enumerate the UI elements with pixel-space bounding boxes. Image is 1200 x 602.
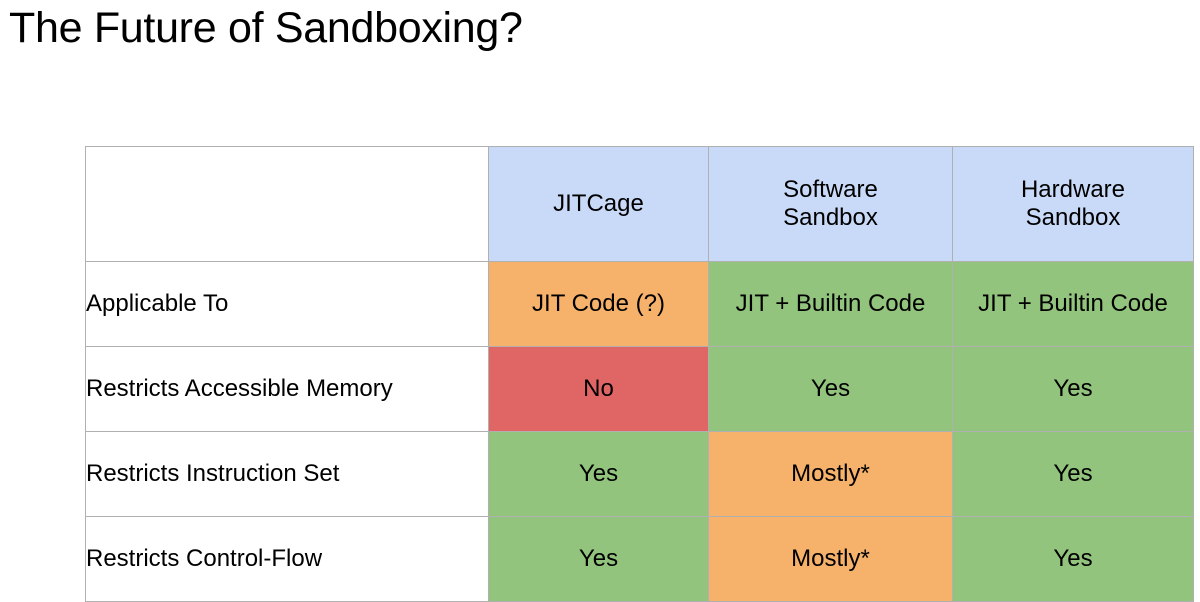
cell-value: JIT + Builtin Code xyxy=(952,261,1194,347)
row-label: Restricts Control-Flow xyxy=(85,516,489,602)
table-body: Applicable To JIT Code (?) JIT + Builtin… xyxy=(85,261,1194,602)
cell-value: Yes xyxy=(708,346,953,432)
cell-value: JIT + Builtin Code xyxy=(708,261,953,347)
column-header-line2: Sandbox xyxy=(1025,204,1121,231)
column-header-line1: Hardware xyxy=(1020,175,1126,203)
cell-value: Mostly* xyxy=(708,431,953,517)
column-header-jitcage: JITCage xyxy=(488,146,709,262)
column-header-software-sandbox: Software Sandbox xyxy=(708,146,953,262)
column-header-line1: JITCage xyxy=(553,189,644,217)
comparison-table-container: JITCage Software Sandbox Hardware Sandbo… xyxy=(85,146,1194,602)
table-header-row: JITCage Software Sandbox Hardware Sandbo… xyxy=(85,146,1194,262)
table-row: Restricts Control-Flow Yes Mostly* Yes xyxy=(85,516,1194,602)
comparison-table: JITCage Software Sandbox Hardware Sandbo… xyxy=(85,146,1194,602)
cell-value: Mostly* xyxy=(708,516,953,602)
column-header-line1: Software xyxy=(783,175,878,203)
row-label: Restricts Instruction Set xyxy=(85,431,489,517)
cell-value: JIT Code (?) xyxy=(488,261,709,347)
table-corner-cell xyxy=(85,146,489,262)
cell-value: Yes xyxy=(952,431,1194,517)
row-label: Applicable To xyxy=(85,261,489,347)
cell-value: Yes xyxy=(488,516,709,602)
cell-value: No xyxy=(488,346,709,432)
cell-value: Yes xyxy=(952,516,1194,602)
column-header-line2: Sandbox xyxy=(783,204,878,231)
page-title: The Future of Sandboxing? xyxy=(9,4,523,52)
row-label: Restricts Accessible Memory xyxy=(85,346,489,432)
cell-value: Yes xyxy=(952,346,1194,432)
table-row: Restricts Accessible Memory No Yes Yes xyxy=(85,346,1194,432)
cell-value: Yes xyxy=(488,431,709,517)
table-row: Applicable To JIT Code (?) JIT + Builtin… xyxy=(85,261,1194,347)
table-row: Restricts Instruction Set Yes Mostly* Ye… xyxy=(85,431,1194,517)
column-header-hardware-sandbox: Hardware Sandbox xyxy=(952,146,1194,262)
